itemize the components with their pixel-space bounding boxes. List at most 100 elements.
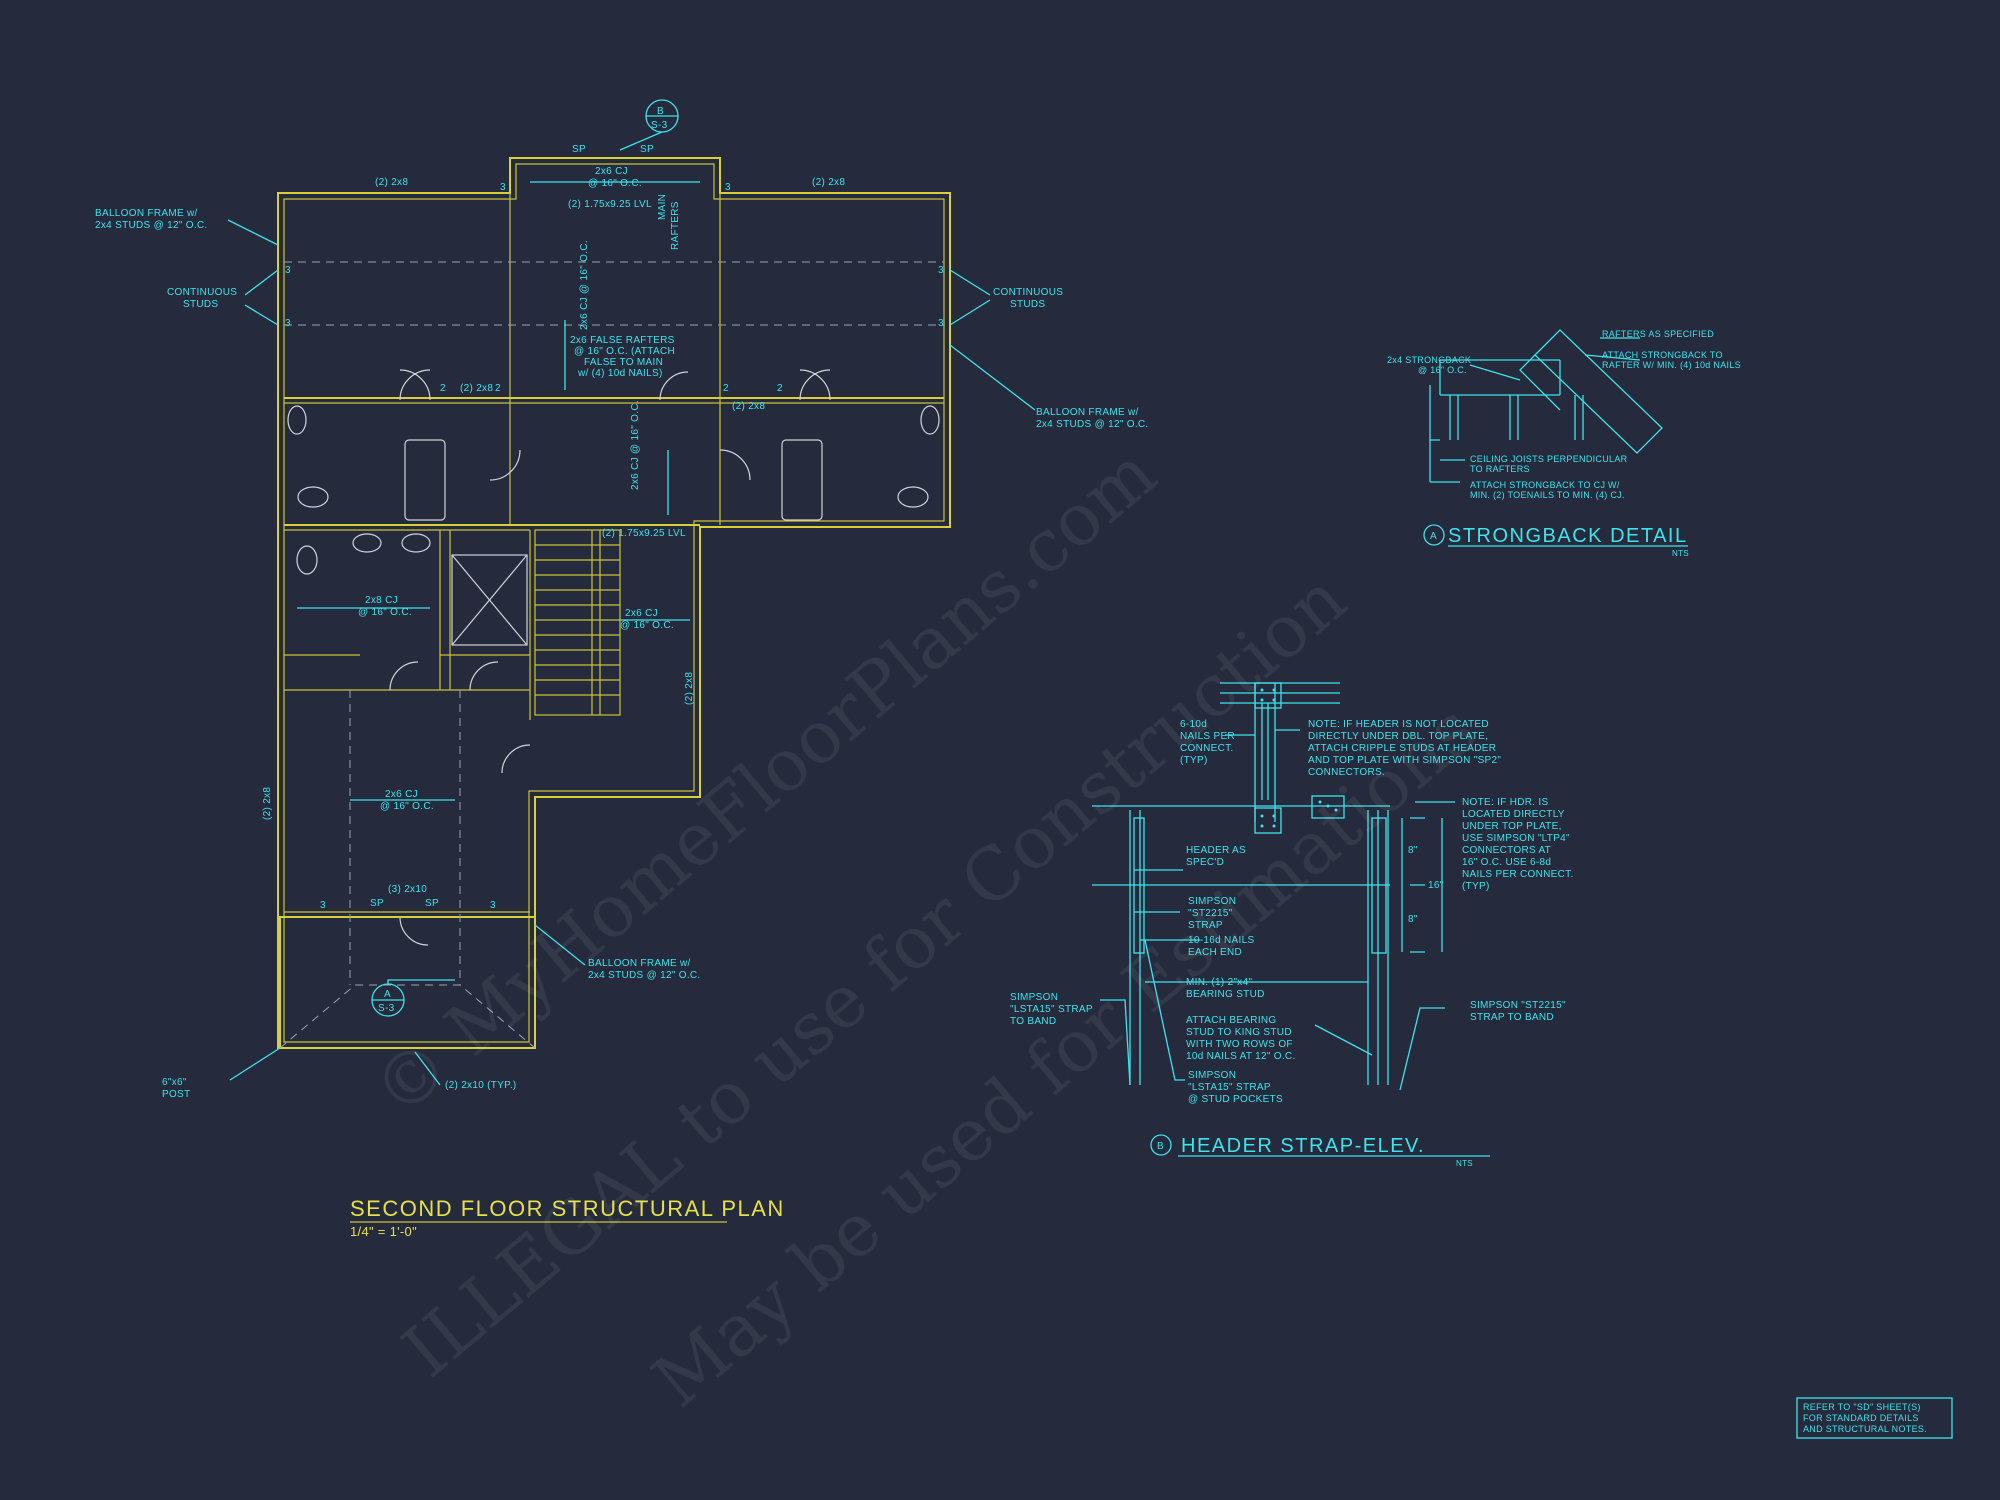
continuous-studs-label: STUDS bbox=[1010, 299, 1045, 310]
continuous-studs-label: STUDS bbox=[183, 299, 218, 310]
continuous-studs-label: CONTINUOUS bbox=[167, 287, 237, 298]
cj-spacing: @ 16" O.C. bbox=[380, 801, 434, 812]
strap-note: USE SIMPSON "LTP4" bbox=[1462, 833, 1570, 844]
cj-label: 2x6 CJ @ 16" O.C. bbox=[579, 240, 590, 330]
header-strap-detail: B HEADER STRAP-ELEV. NTS 6-10d NAILS PER… bbox=[1010, 682, 1574, 1168]
section-b-sheet: S-3 bbox=[651, 120, 668, 131]
sink-left bbox=[287, 405, 307, 435]
refer-note: FOR STANDARD DETAILS bbox=[1803, 1413, 1919, 1423]
strap-note: HEADER AS bbox=[1186, 845, 1246, 856]
toilet-left bbox=[297, 486, 329, 508]
strap-note: SIMPSON "ST2215" bbox=[1470, 1000, 1566, 1011]
strongback-letter: A bbox=[1430, 531, 1437, 542]
beam-label: (2) 2x8 bbox=[684, 672, 695, 705]
strap-note: CONNECTORS. bbox=[1308, 767, 1385, 778]
stud-count: 2 bbox=[440, 383, 446, 394]
strap-note: 10-16d NAILS bbox=[1188, 935, 1254, 946]
plan-title-block: SECOND FLOOR STRUCTURAL PLAN 1/4" = 1'-0… bbox=[350, 1196, 785, 1239]
door-swings bbox=[389, 369, 831, 946]
section-a-letter: A bbox=[384, 989, 391, 1000]
strap-note: SIMPSON bbox=[1188, 1070, 1236, 1081]
dimension-label: 8" bbox=[1408, 914, 1418, 925]
strap-note: NAILS PER CONNECT. bbox=[1462, 869, 1574, 880]
strap-note: "LSTA15" STRAP bbox=[1188, 1082, 1271, 1093]
lvl-label: (2) 1.75x9.25 LVL bbox=[602, 528, 686, 539]
strap-note: DIRECTLY UNDER DBL. TOP PLATE, bbox=[1308, 731, 1488, 742]
strongback-note: 2x4 STRONGBACK bbox=[1387, 355, 1471, 365]
strongback-note: RAFTERS AS SPECIFIED bbox=[1602, 329, 1714, 339]
cj-spacing: @ 16" O.C. bbox=[620, 620, 674, 631]
strap-note: @ STUD POCKETS bbox=[1188, 1094, 1283, 1105]
cj-label: 2x8 CJ bbox=[365, 595, 398, 606]
sink-vanity-2 bbox=[401, 533, 431, 553]
beam-label: (3) 2x10 bbox=[388, 884, 427, 895]
section-tag-b bbox=[619, 99, 679, 151]
strap-note: EACH END bbox=[1188, 947, 1242, 958]
plan-title: SECOND FLOOR STRUCTURAL PLAN bbox=[350, 1196, 785, 1221]
false-rafters-label: FALSE TO MAIN bbox=[584, 357, 663, 368]
strap-note: UNDER TOP PLATE, bbox=[1462, 821, 1562, 832]
strap-note: WITH TWO ROWS OF bbox=[1186, 1039, 1293, 1050]
stairs bbox=[534, 529, 621, 716]
cj-label: 2x6 CJ bbox=[625, 608, 658, 619]
section-tag-a bbox=[371, 979, 455, 1017]
stud-count: 2 bbox=[777, 383, 783, 394]
beam-label: (2) 2x10 (TYP.) bbox=[445, 1080, 517, 1091]
plan-labels: B S-3 SP SP (2) 2x8 (2) 2x8 2x6 CJ @ 16"… bbox=[95, 106, 1148, 1100]
stud-count: 3 bbox=[285, 318, 291, 329]
strongback-note: TO RAFTERS bbox=[1470, 464, 1530, 474]
strap-note: SIMPSON bbox=[1010, 992, 1058, 1003]
strap-note: (TYP) bbox=[1180, 755, 1208, 766]
balloon-frame-label: 2x4 STUDS @ 12" O.C. bbox=[95, 220, 208, 231]
strap-note: ATTACH BEARING bbox=[1186, 1015, 1277, 1026]
cj-label: 2x6 CJ @ 16" O.C. bbox=[630, 400, 641, 490]
second-floor-plan bbox=[227, 99, 1036, 1086]
stud-count: 3 bbox=[490, 900, 496, 911]
strap-note: NAILS PER bbox=[1180, 731, 1235, 742]
stud-count: 3 bbox=[938, 265, 944, 276]
strongback-scale: NTS bbox=[1672, 549, 1689, 558]
cj-spacing: @ 16" O.C. bbox=[358, 607, 412, 618]
cj-spacing: @ 16" O.C. bbox=[588, 178, 642, 189]
balloon-frame-label: BALLOON FRAME w/ bbox=[1036, 407, 1139, 418]
section-b-letter: B bbox=[657, 106, 664, 117]
balloon-frame-label: BALLOON FRAME w/ bbox=[588, 958, 691, 969]
section-a-sheet: S-3 bbox=[378, 1003, 395, 1014]
strongback-note: RAFTER W/ MIN. (4) 10d NAILS bbox=[1602, 360, 1741, 370]
sink-right bbox=[920, 405, 940, 435]
lvl-label: (2) 1.75x9.25 LVL bbox=[568, 199, 652, 210]
strongback-note: ATTACH STRONGBACK TO CJ W/ bbox=[1470, 480, 1620, 490]
strap-note: (TYP) bbox=[1462, 881, 1490, 892]
strap-note: CONNECTORS AT bbox=[1462, 845, 1551, 856]
strap-note: "ST2215" bbox=[1188, 908, 1233, 919]
toilet-bath bbox=[296, 545, 318, 575]
strap-note: LOCATED DIRECTLY bbox=[1462, 809, 1565, 820]
false-rafters-label: w/ (4) 10d NAILS) bbox=[577, 368, 663, 379]
post-label: POST bbox=[162, 1089, 190, 1100]
strap-note: STRAP TO BAND bbox=[1470, 1012, 1554, 1023]
continuous-studs-label: CONTINUOUS bbox=[993, 287, 1063, 298]
header-strap-title: HEADER STRAP-ELEV. bbox=[1181, 1135, 1425, 1157]
beam-label: (2) 2x8 bbox=[812, 177, 845, 188]
stud-count: 2 bbox=[723, 383, 729, 394]
strap-note: 16" O.C. USE 6-8d bbox=[1462, 857, 1551, 868]
cj-label: 2x6 CJ bbox=[595, 166, 628, 177]
strap-note: SPEC'D bbox=[1186, 857, 1224, 868]
toilet-right bbox=[897, 486, 929, 508]
dimension-label: 16" bbox=[1428, 880, 1444, 891]
strap-note: AND TOP PLATE WITH SIMPSON "SP2" bbox=[1308, 755, 1501, 766]
false-rafters-label: @ 16" O.C. (ATTACH bbox=[574, 346, 675, 357]
beam-label: (2) 2x8 bbox=[262, 787, 273, 820]
tub-right bbox=[781, 439, 823, 521]
strap-note: NOTE: IF HDR. IS bbox=[1462, 797, 1548, 808]
main-rafters-label: MAIN bbox=[657, 194, 668, 220]
dimension-label: 8" bbox=[1408, 845, 1418, 856]
stud-count: 3 bbox=[938, 318, 944, 329]
strap-note: STUD TO KING STUD bbox=[1186, 1027, 1292, 1038]
sink-vanity-1 bbox=[352, 533, 382, 553]
strongback-note: @ 16" O.C. bbox=[1418, 365, 1467, 375]
stud-count: 3 bbox=[285, 265, 291, 276]
main-rafters-label: RAFTERS bbox=[670, 201, 681, 250]
strongback-title: STRONGBACK DETAIL bbox=[1448, 525, 1688, 547]
